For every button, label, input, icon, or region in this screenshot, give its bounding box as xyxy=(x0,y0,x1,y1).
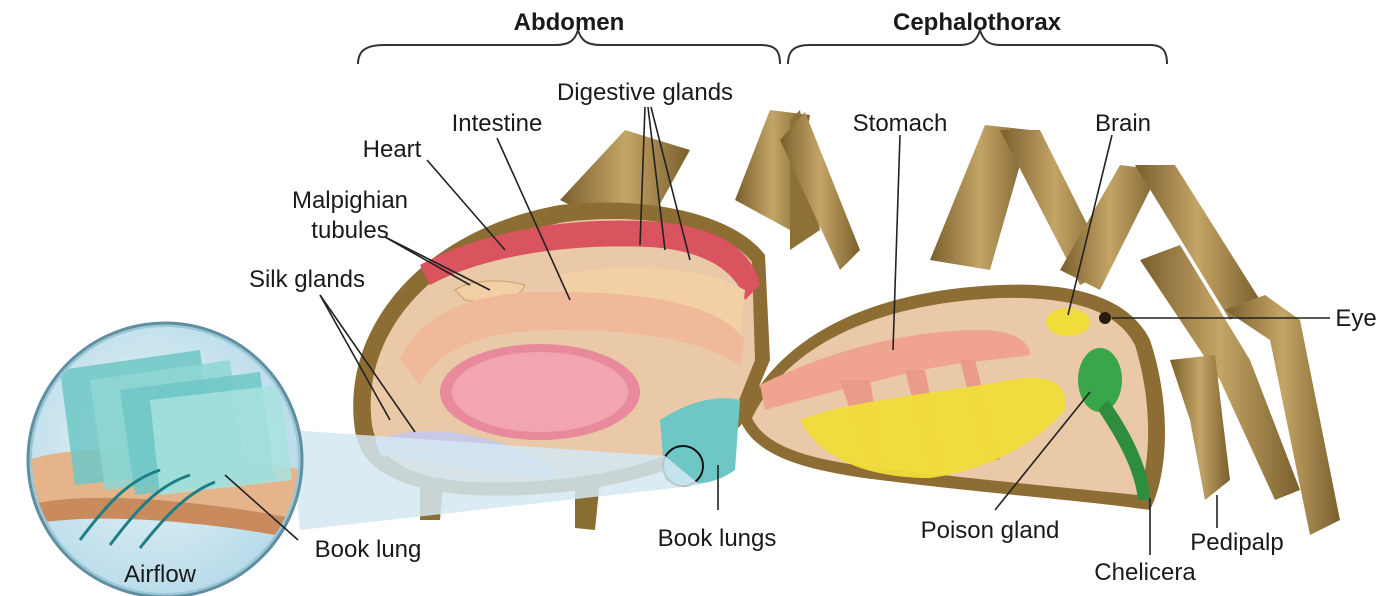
label-silk-glands: Silk glands xyxy=(249,266,365,293)
label-airflow: Airflow xyxy=(124,561,197,588)
poison-gland-organ xyxy=(1078,348,1122,412)
label-eye: Eye xyxy=(1335,305,1376,332)
eye-organ xyxy=(1099,312,1111,324)
label-intestine: Intestine xyxy=(452,110,543,137)
label-book-lung: Book lung xyxy=(315,536,422,563)
leader-heart xyxy=(427,160,505,250)
region-label-cephalothorax: Cephalothorax xyxy=(893,9,1062,36)
label-brain: Brain xyxy=(1095,110,1151,137)
label-malpighian-line2: tubules xyxy=(311,217,388,244)
label-chelicera: Chelicera xyxy=(1094,559,1196,586)
label-digestive-glands: Digestive glands xyxy=(557,79,733,106)
label-stomach: Stomach xyxy=(853,110,948,137)
region-label-abdomen: Abdomen xyxy=(514,9,625,36)
cephalothorax-body xyxy=(740,285,1165,510)
label-poison-gland: Poison gland xyxy=(921,517,1060,544)
label-malpighian-line1: Malpighian xyxy=(292,187,408,214)
label-book-lungs: Book lungs xyxy=(658,525,777,552)
label-heart: Heart xyxy=(363,136,422,163)
label-pedipalp: Pedipalp xyxy=(1190,529,1283,556)
